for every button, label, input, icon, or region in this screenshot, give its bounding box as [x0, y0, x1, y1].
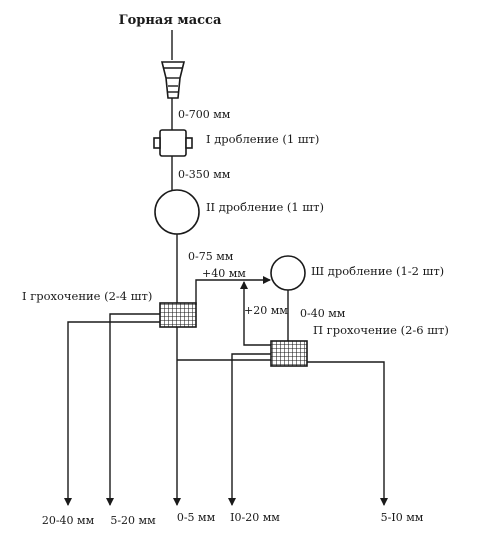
product-label: 0-5 мм [177, 511, 216, 524]
stage-screen1: I грохочение (2-4 шт) [22, 289, 152, 303]
stage-crush3: Ш дробление (1-2 шт) [311, 264, 444, 278]
cone-crusher-2-icon [154, 189, 200, 235]
title: Горная масса [119, 13, 222, 28]
screen-1-icon [159, 302, 197, 328]
line-product-5-10 [307, 361, 388, 506]
line-oversize-40 [195, 276, 271, 305]
flow-after-crush2: 0-75 мм [188, 250, 234, 263]
stage-crush1: I дробление (1 шт) [206, 132, 319, 146]
product-label: 20-40 мм [42, 514, 95, 527]
product-label: I0-20 мм [230, 511, 280, 524]
product-label: 5-I0 мм [381, 511, 424, 524]
line-product-20-40 [64, 321, 160, 506]
jaw-crusher-icon [153, 129, 193, 157]
line-oversize-20 [240, 281, 271, 346]
cone-crusher-3-icon [270, 255, 306, 291]
line-product-5-20 [106, 313, 160, 506]
flow-after-feeder: 0-700 мм [178, 108, 231, 121]
flow-after-crush1: 0-350 мм [178, 168, 231, 181]
feeder-icon [160, 61, 186, 99]
product-label: 5-20 мм [110, 514, 156, 527]
flow-after-crush3: 0-40 мм [300, 307, 346, 320]
stage-screen2: П грохочение (2-6 шт) [313, 323, 449, 337]
line-product-10-20 [228, 353, 271, 506]
flow-oversize2: +20 мм [244, 304, 288, 317]
flow-oversize1: +40 мм [202, 267, 246, 280]
stage-crush2: II дробление (1 шт) [206, 200, 324, 214]
screen-2-icon [270, 340, 308, 367]
